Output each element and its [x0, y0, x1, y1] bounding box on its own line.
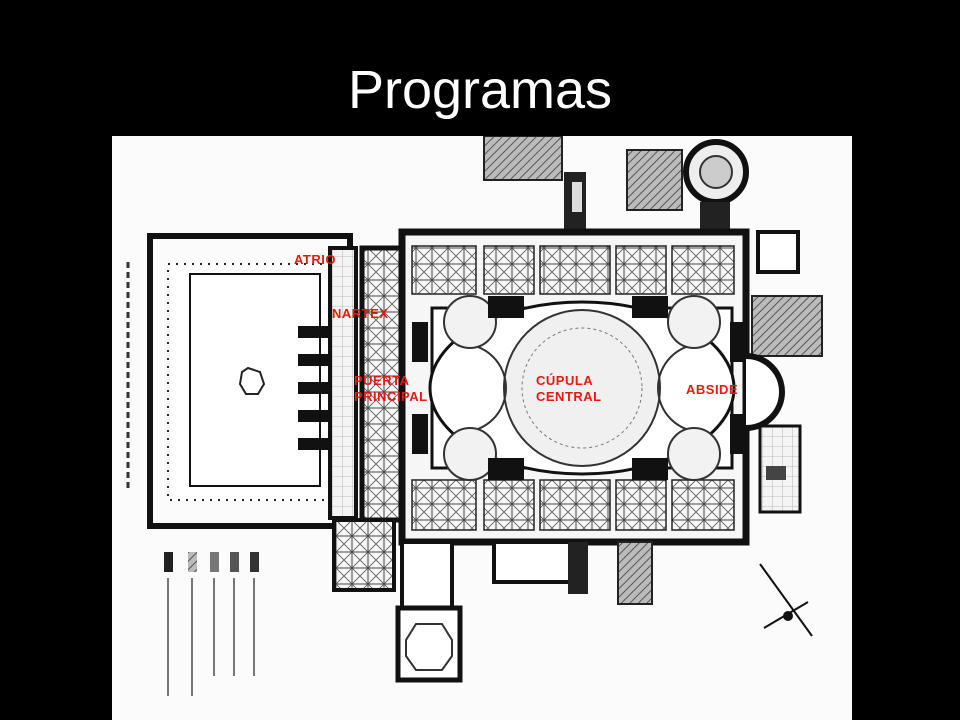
label-nartex: NARTEX	[332, 306, 389, 321]
label-abside: ABSIDE	[686, 382, 739, 397]
label-cupula-line2: CENTRAL	[536, 389, 602, 404]
label-puerta-principal: PUERTA PRINCIPAL	[354, 373, 428, 405]
label-cupula-line1: CÚPULA	[536, 373, 594, 388]
slide-title: Programas	[347, 60, 613, 120]
label-puerta-line1: PUERTA	[354, 373, 410, 388]
floor-plan-image: ATRIO NARTEX PUERTA PRINCIPAL CÚPULA CEN…	[112, 136, 852, 720]
label-puerta-line2: PRINCIPAL	[354, 389, 428, 404]
label-atrio: ATRIO	[294, 252, 336, 267]
label-cupula-central: CÚPULA CENTRAL	[536, 373, 602, 405]
floor-plan-drawing	[112, 136, 852, 720]
